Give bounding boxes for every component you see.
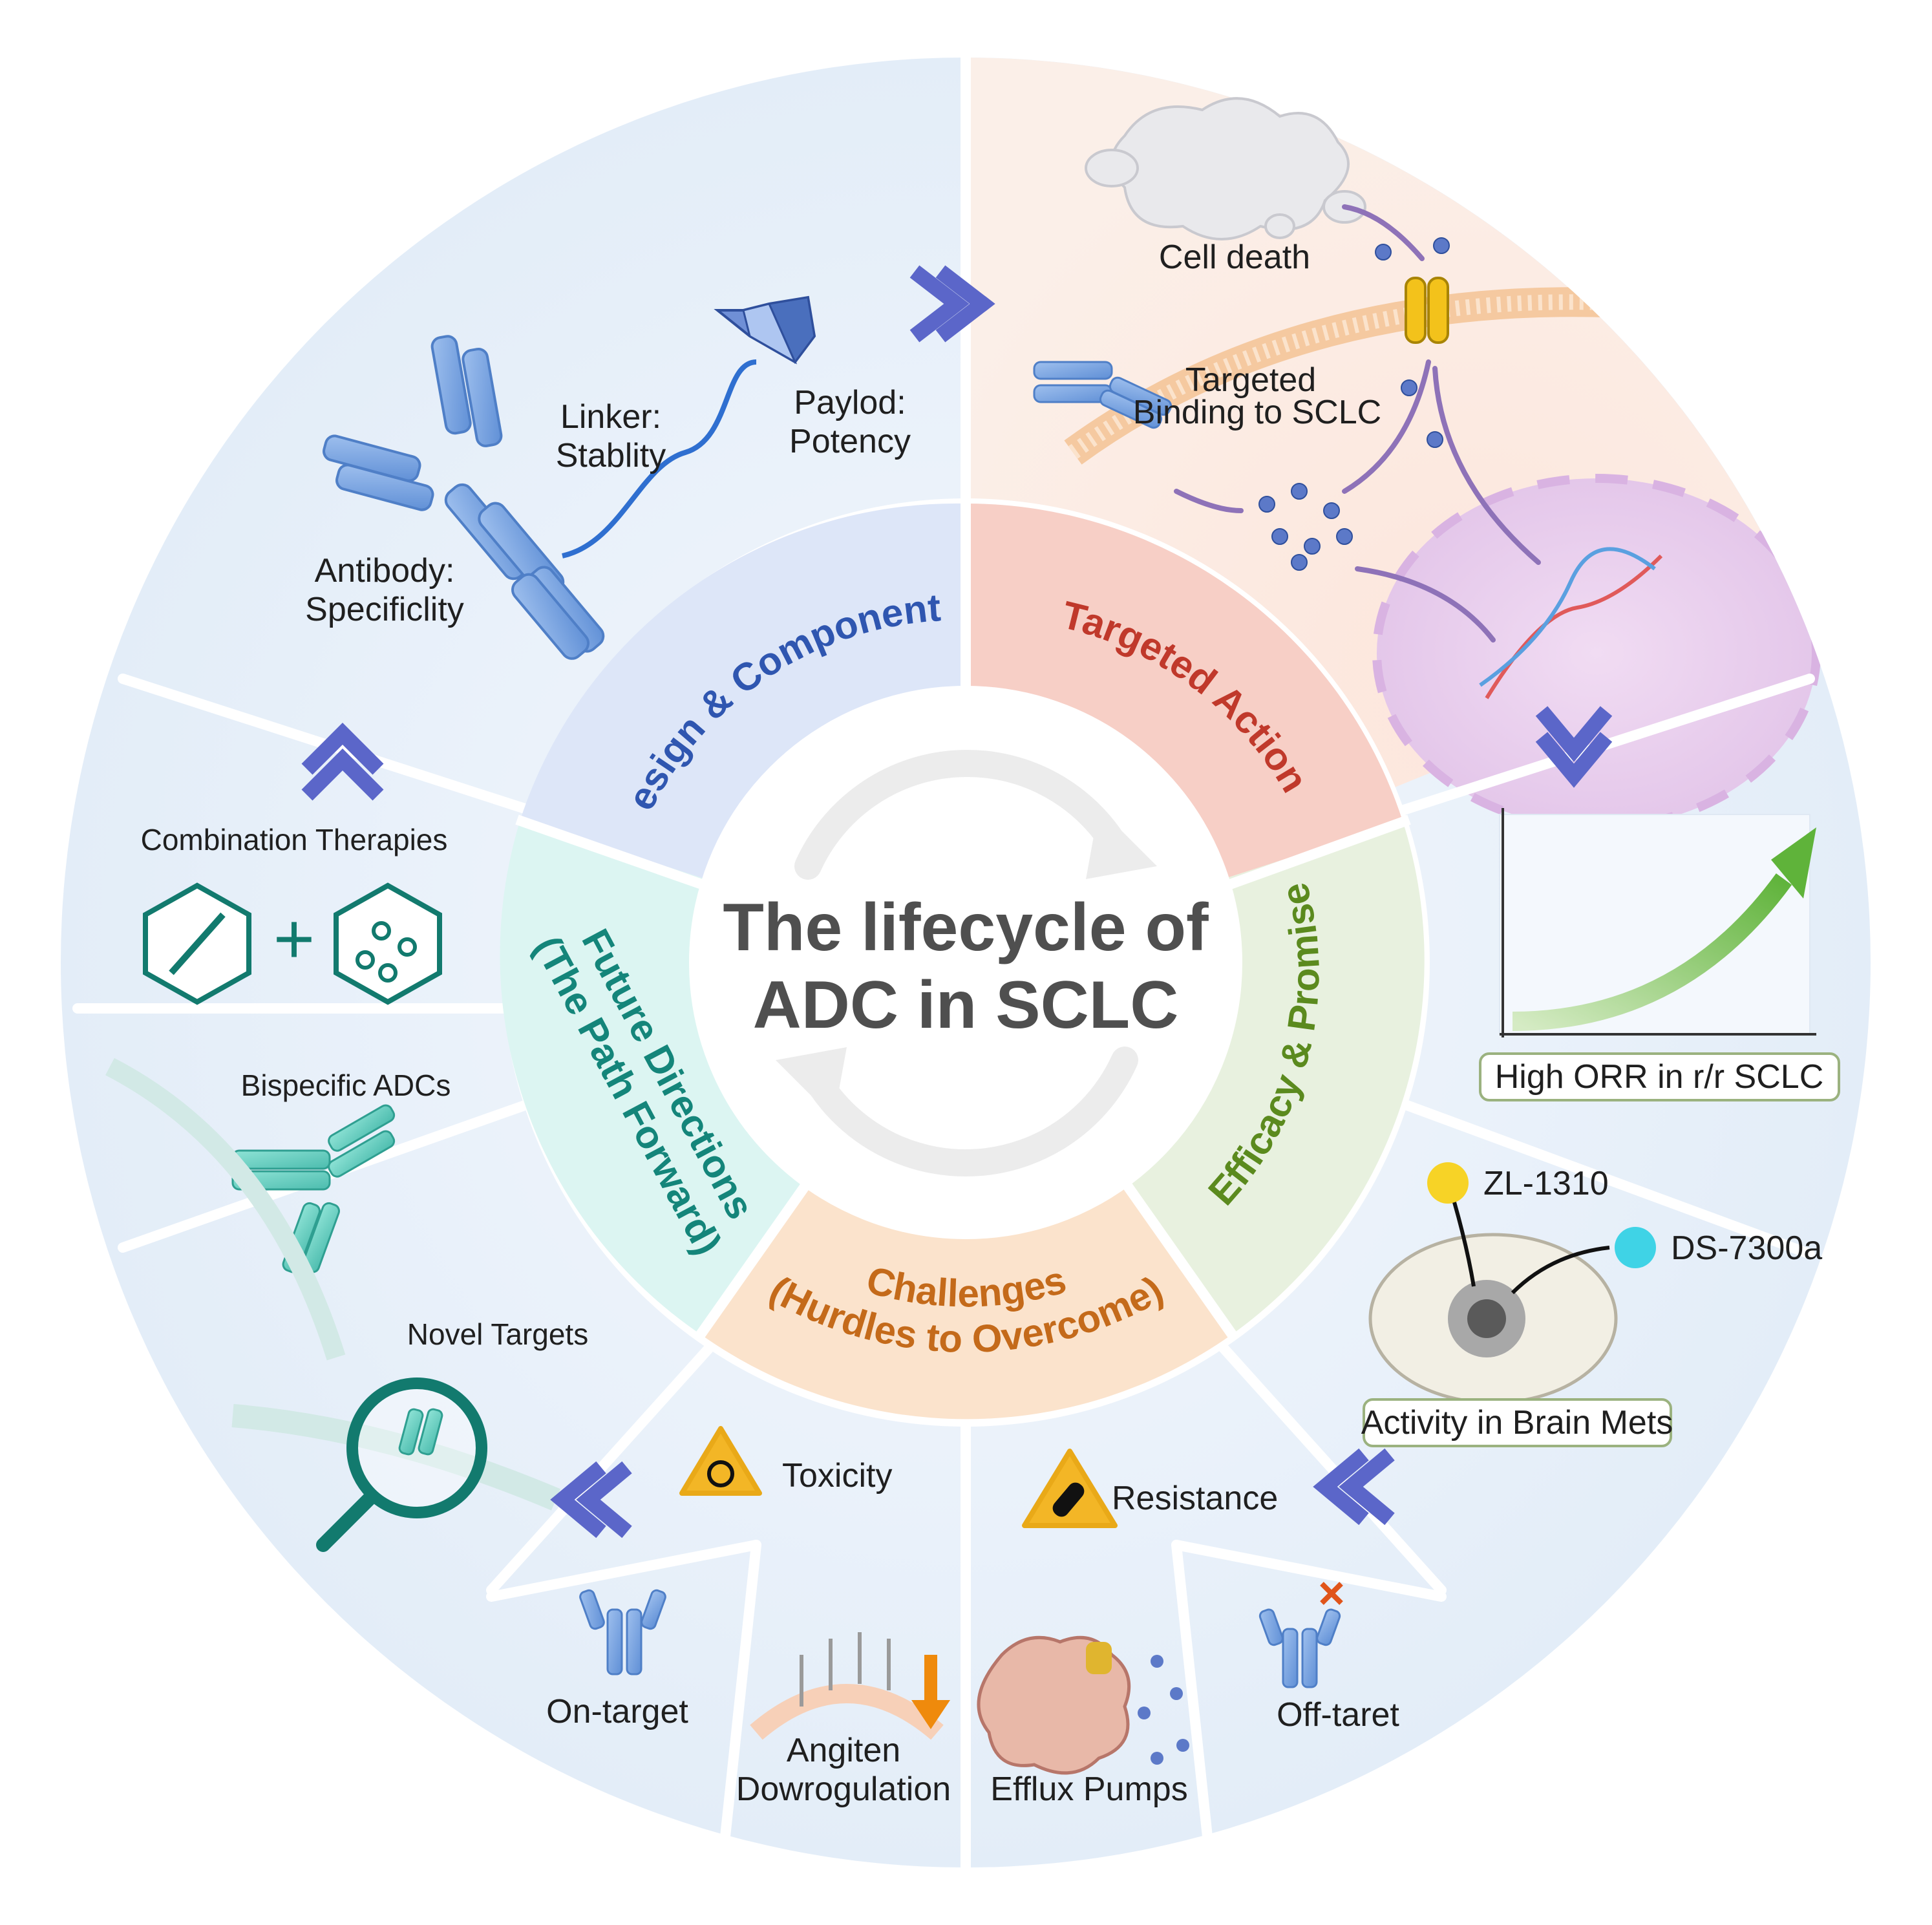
- drug2-label: DS-7300a: [1671, 1229, 1822, 1267]
- chevron-icon: [550, 1461, 632, 1538]
- drug1-label: ZL-1310: [1483, 1165, 1609, 1202]
- toxicity-label: Toxicity: [782, 1457, 892, 1494]
- zl-1310-dot: [1427, 1162, 1469, 1204]
- antigen-downregulation-icon: [750, 1632, 950, 1740]
- growth-arrow-icon: [1512, 873, 1792, 1031]
- magnifier-icon: [346, 1377, 487, 1518]
- center-title-line2: ADC in SCLC: [753, 968, 1179, 1043]
- chevron-icon: [909, 265, 995, 343]
- cell-death-label: Cell death: [1159, 239, 1310, 276]
- payload-icon: [714, 295, 816, 365]
- brain-mets-label: Activity in Brain Mets: [1361, 1404, 1673, 1441]
- payload-label-2: Potency: [789, 423, 911, 460]
- challenges-panel: Toxicity Resistance On-target Angiten Do: [546, 1426, 1399, 1808]
- antibody-label-1: Antibody:: [315, 552, 455, 590]
- linker-icon: [562, 359, 757, 558]
- efficacy-panel: High ORR in r/r SCLC ZL-1310 DS-7300a Ac…: [1361, 706, 1840, 1447]
- efflux-label: Efflux Pumps: [990, 1771, 1187, 1808]
- on-target-label: On-target: [546, 1693, 688, 1730]
- center-title-line1: The lifecycle of: [723, 890, 1209, 965]
- bispecific-label: Bispecific ADCs: [241, 1069, 451, 1102]
- cross-icon: [1320, 1582, 1343, 1605]
- linker-label-2: Stablity: [556, 437, 666, 474]
- cell-death-icon: [1085, 97, 1366, 240]
- orr-label: High ORR in r/r SCLC: [1495, 1058, 1824, 1096]
- payload-label-1: Paylod:: [794, 384, 906, 421]
- payload-cluster-icon: [1258, 237, 1450, 571]
- dna-icon: [1479, 547, 1663, 699]
- plus-icon: +: [273, 899, 315, 979]
- antibody-icon: [323, 335, 605, 660]
- on-target-antibody-icon: [579, 1589, 666, 1675]
- antibody-label-2: Specificlity: [305, 591, 464, 628]
- chevron-icon: [301, 723, 384, 801]
- off-target-antibody-icon: [1258, 1608, 1341, 1688]
- chevron-icon: [1313, 1448, 1395, 1526]
- antigen-label-2: Dowrogulation: [736, 1771, 951, 1808]
- stage-ring: [500, 498, 1430, 1427]
- resistance-label: Resistance: [1112, 1480, 1278, 1517]
- nucleus-icon: [1372, 474, 1821, 832]
- binding-label-1: Targeted: [1185, 361, 1316, 399]
- molecule-icon: [334, 882, 442, 1005]
- future-panel: Combination Therapies + Bispecific ADCs …: [105, 723, 632, 1552]
- brain-icon: [1368, 1202, 1618, 1405]
- chevron-icon: [1535, 706, 1613, 788]
- brain-mets-badge: [1363, 1398, 1672, 1447]
- bound-antibody-icon: [1033, 361, 1173, 429]
- off-target-label: Off-taret: [1277, 1696, 1399, 1734]
- design-panel: Linker: Stablity Paylod: Potency Antibod…: [305, 295, 911, 660]
- targeted-panel: Cell death Targeted Binding to SCLC: [909, 97, 1663, 699]
- bispecific-antibody-icon: [231, 1104, 396, 1273]
- novel-targets-label: Novel Targets: [407, 1317, 588, 1351]
- combination-label: Combination Therapies: [141, 823, 448, 856]
- cycle-arrows-icon: [794, 749, 1138, 1177]
- binding-label-2: Binding to SCLC: [1133, 394, 1381, 431]
- antigen-label-1: Angiten: [787, 1732, 900, 1769]
- efflux-pump-icon: [977, 1635, 1189, 1775]
- orr-chart-icon: [1499, 808, 1816, 1037]
- ds-7300a-dot: [1615, 1227, 1656, 1268]
- channel-icon: [1405, 277, 1449, 344]
- linker-label-1: Linker:: [560, 398, 661, 436]
- orr-badge: [1479, 1052, 1840, 1101]
